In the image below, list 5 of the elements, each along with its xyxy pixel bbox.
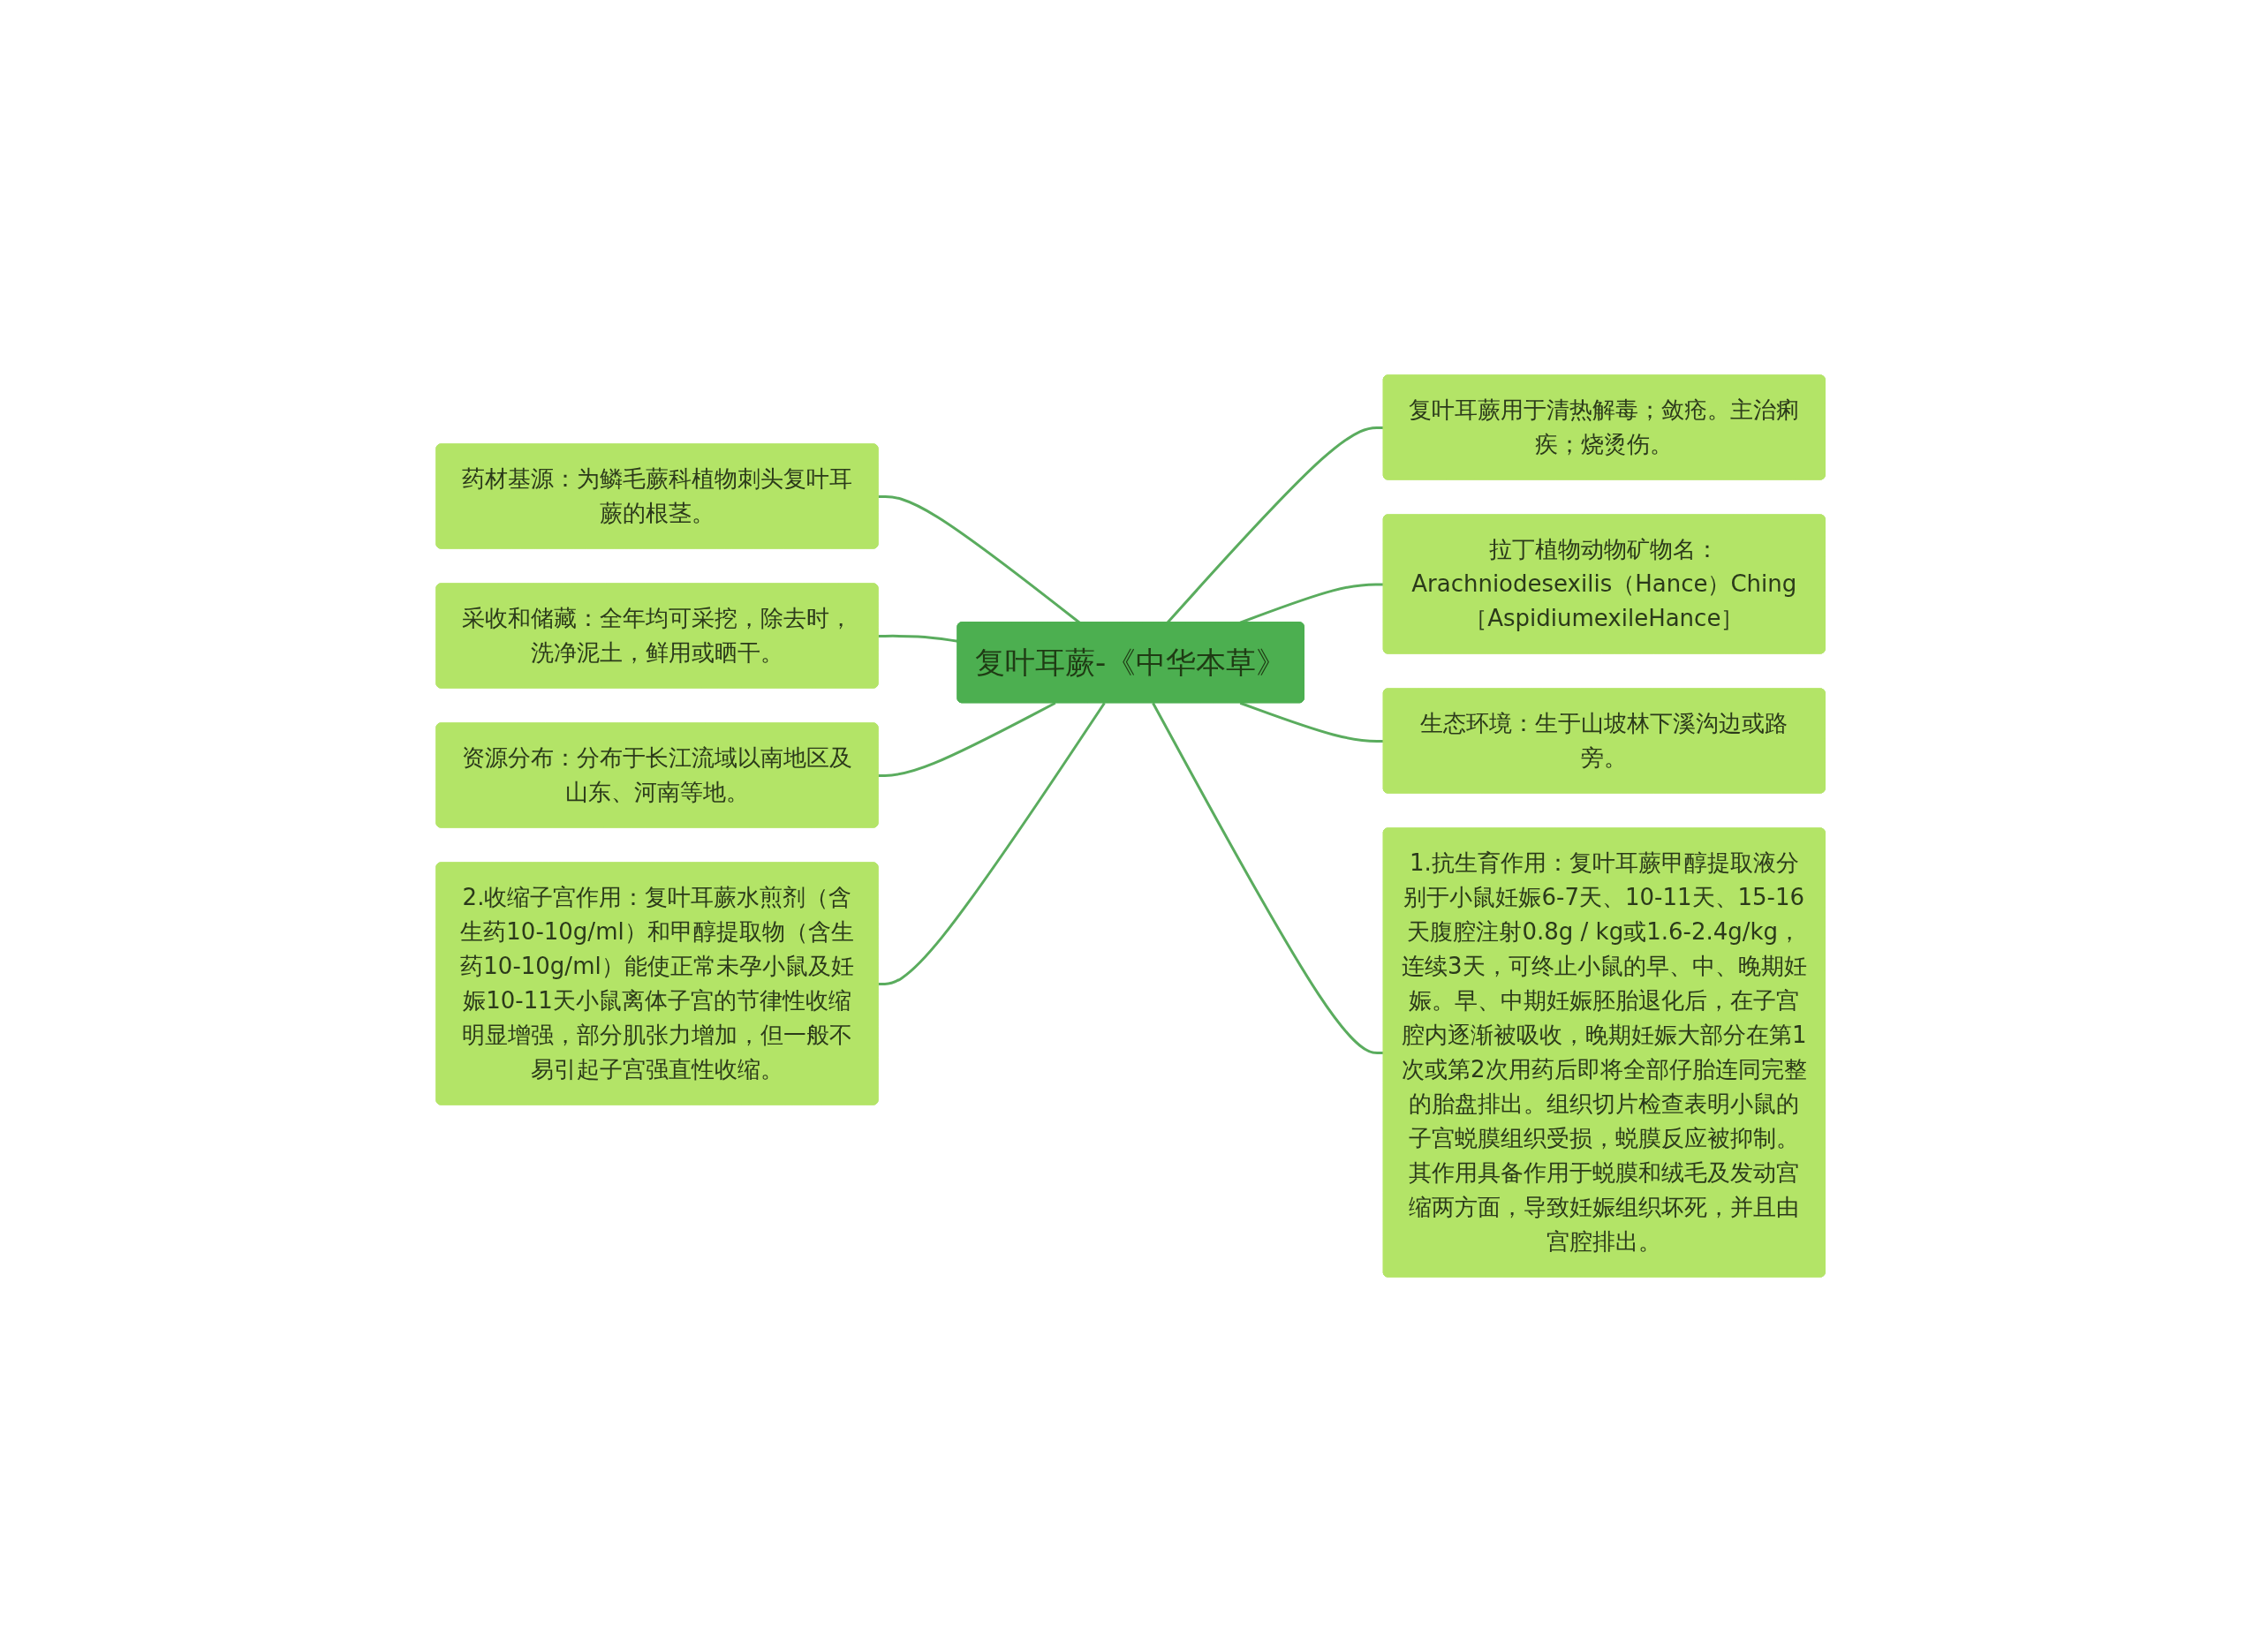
connector (1239, 701, 1384, 743)
connector (878, 701, 1056, 777)
connector (878, 634, 958, 643)
connector (878, 702, 1106, 985)
connector (1152, 702, 1384, 1054)
